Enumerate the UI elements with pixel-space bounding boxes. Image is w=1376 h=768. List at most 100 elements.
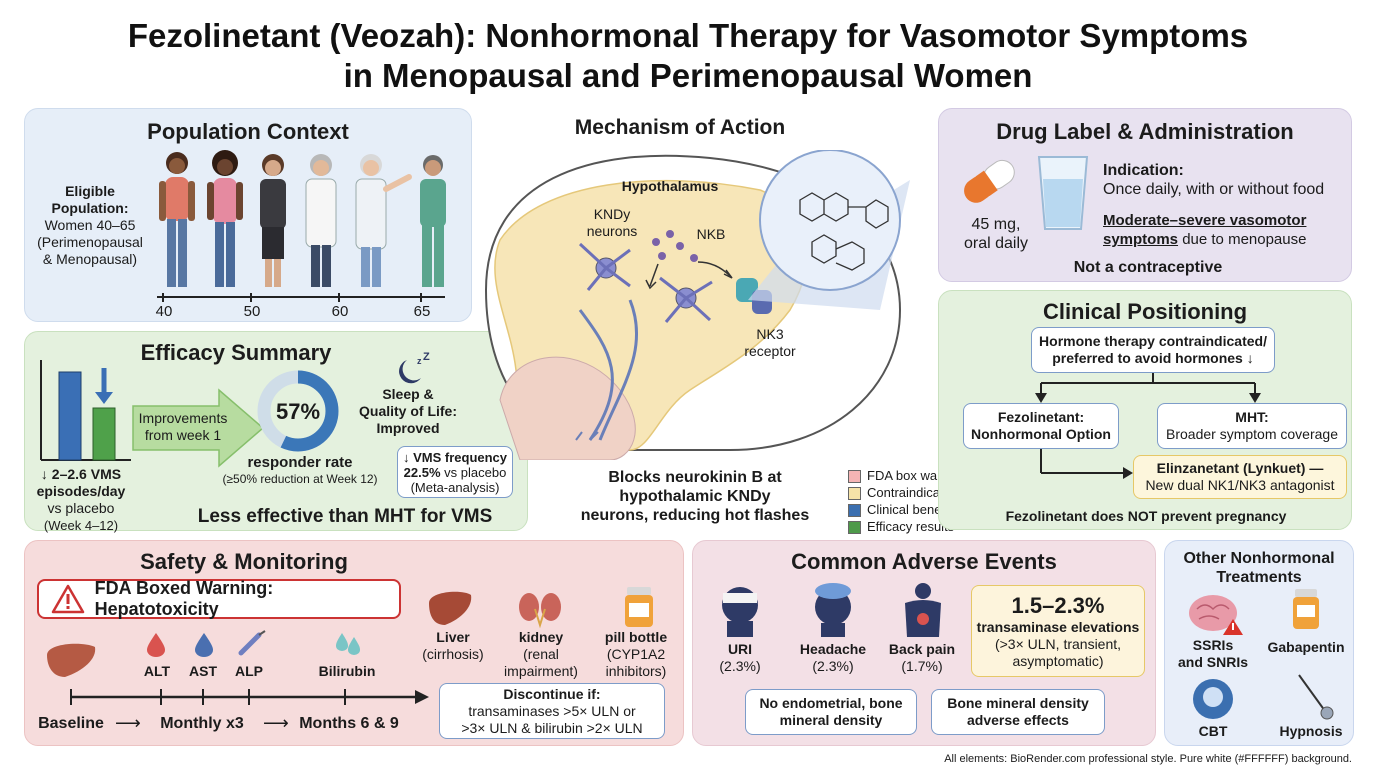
dose-text: 45 mg, oral daily <box>963 216 1029 252</box>
discontinue-box: Discontinue if: transaminases >5× ULN or… <box>439 683 665 739</box>
woman-figure-6 <box>420 155 446 287</box>
gabapentin-bottle-icon <box>1293 589 1319 629</box>
efficacy-panel: Efficacy Summary ↓ 2–2.6 VMS episodes/da… <box>24 331 528 533</box>
woman-figure-1 <box>159 152 195 287</box>
population-panel: Population Context Eligible Population: … <box>24 108 472 322</box>
headache-icon <box>815 583 851 637</box>
safety-heading: Safety & Monitoring <box>140 549 348 574</box>
meta-analysis-box: ↓ VMS frequency 22.5% vs placebo (Meta-a… <box>397 446 513 498</box>
hypothalamus-label: Hypothalamus <box>621 178 719 194</box>
positioning-heading: Clinical Positioning <box>1042 299 1248 324</box>
responder-donut <box>257 370 339 452</box>
bone-density-box: Bone mineral density adverse effects <box>931 689 1105 735</box>
drug-label-panel: Drug Label & Administration 45 mg, oral … <box>938 108 1352 282</box>
mht-box: MHT: Broader symptom coverage <box>1157 403 1347 449</box>
timeline-arrow-1: ⟶ <box>115 713 141 733</box>
improvement-arrow <box>132 388 265 468</box>
liver-icon-timeline <box>47 643 96 677</box>
timeline-arrow-2: ⟶ <box>263 713 289 733</box>
age-tick-60: 60 <box>331 303 349 320</box>
svg-text:Z: Z <box>423 352 430 363</box>
test-ast: AST <box>189 663 217 679</box>
population-heading: Population Context <box>147 119 349 144</box>
safety-panel: Safety & Monitoring FDA Boxed Warning: H… <box>24 540 684 746</box>
mechanism-heading: Mechanism of Action <box>574 116 786 139</box>
placebo-bar <box>58 371 82 461</box>
positioning-flow-lines <box>1035 373 1261 479</box>
test-bilirubin: Bilirubin <box>318 663 376 679</box>
ae-back-pain: Back pain (1.7%) <box>888 641 956 674</box>
water-glass-icon <box>1037 156 1089 230</box>
organ-liver: Liver (cirrhosis) <box>422 629 484 662</box>
other-treatments-panel: Other Nonhormonal Treatments SSRIs and S… <box>1164 540 1354 746</box>
positioning-footer: Fezolinetant does NOT prevent pregnancy <box>1005 508 1287 524</box>
droplets-icon <box>336 633 360 655</box>
hypnosis-pendulum-icon <box>1298 674 1334 720</box>
svg-text:z: z <box>417 356 422 366</box>
cbt-label: CBT <box>1198 723 1228 739</box>
woman-figure-3 <box>260 154 286 287</box>
age-tick-50: 50 <box>243 303 261 320</box>
organ-kidney: kidney (renal impairment) <box>504 629 578 679</box>
kndy-neurons-label: KNDy neurons <box>586 206 638 239</box>
moderate-severe-text: Moderate–severe vasomotor symptoms due t… <box>1103 212 1307 248</box>
indication-text: Indication: Once daily, with or without … <box>1103 162 1325 198</box>
ssri-snri-label: SSRIs and SNRIs <box>1177 637 1248 670</box>
positioning-panel: Clinical Positioning Hormone therapy con… <box>938 290 1352 530</box>
fezolinetant-bar <box>92 407 116 461</box>
warning-icon <box>51 584 85 614</box>
hormone-therapy-box: Hormone therapy contraindicated/ preferr… <box>1031 327 1275 373</box>
age-tick-65: 65 <box>413 303 431 320</box>
blood-drop-alt-icon <box>147 633 165 657</box>
adverse-panel: Common Adverse Events URI (2.3%) Headach… <box>692 540 1156 746</box>
woman-figure-4 <box>305 154 337 287</box>
timeline-months-6-9: Months 6 & 9 <box>299 715 399 732</box>
not-contraceptive-text: Not a contraceptive <box>1073 259 1223 276</box>
women-illustration <box>159 150 446 287</box>
age-axis <box>157 293 445 302</box>
responder-rate-note: (≥50% reduction at Week 12) <box>222 472 378 486</box>
no-endometrial-box: No endometrial, bone mineral density <box>745 689 917 735</box>
timeline-monthly: Monthly x3 <box>160 715 244 732</box>
fezolinetant-option-box: Fezolinetant: Nonhormonal Option <box>963 403 1119 449</box>
boxed-warning-text: FDA Boxed Warning: Hepatotoxicity <box>94 578 274 619</box>
hypnosis-label: Hypnosis <box>1279 723 1343 739</box>
improvement-text: Improvements from week 1 <box>138 410 228 443</box>
nkb-label: NKB <box>696 226 726 242</box>
boxed-warning: FDA Boxed Warning: Hepatotoxicity <box>37 578 401 619</box>
kndy-neuron-1 <box>578 242 631 291</box>
legend-swatch <box>848 469 861 483</box>
legend-swatch <box>848 520 861 534</box>
responder-rate-value: 57% <box>275 399 321 424</box>
syringe-icon <box>238 630 266 656</box>
nk3-receptor-label: NK3 receptor <box>744 326 796 359</box>
adverse-heading: Common Adverse Events <box>791 549 1057 574</box>
moon-icon: z Z <box>399 352 430 384</box>
woman-figure-5 <box>355 154 412 287</box>
uri-head-icon <box>722 587 758 637</box>
mechanism-caption: Blocks neurokinin B at hypothalamic KNDy… <box>580 469 810 524</box>
age-tick-40: 40 <box>155 303 173 320</box>
efficacy-footer: Less effective than MHT for VMS <box>197 506 493 527</box>
vms-episodes-text: ↓ 2–2.6 VMS episodes/day vs placebo (Wee… <box>36 466 126 533</box>
blood-drop-ast-icon <box>195 633 213 657</box>
legend-item-benefits: Clinical benefits <box>848 502 958 518</box>
sleep-quality-text: Sleep & Quality of Life: Improved <box>359 386 457 436</box>
title-line-2: in Menopausal and Perimenopausal Women <box>343 57 1033 94</box>
timeline-baseline: Baseline <box>38 715 104 732</box>
page-title: Fezolinetant (Veozah): Nonhormonal Thera… <box>0 16 1376 96</box>
kidney-icon <box>519 593 561 629</box>
legend-swatch <box>848 486 861 500</box>
cbt-head-icon <box>1193 679 1233 719</box>
eligible-population-text: Eligible Population: Women 40–65 (Perime… <box>37 183 143 267</box>
gabapentin-label: Gabapentin <box>1267 639 1345 655</box>
ae-uri: URI (2.3%) <box>719 641 761 674</box>
liver-icon <box>429 591 472 625</box>
vms-bar-chart <box>40 360 131 461</box>
elinzanetant-box: Elinzanetant (Lynkuet) — New dual NK1/NK… <box>1133 455 1347 499</box>
drug-label-heading: Drug Label & Administration <box>996 119 1294 144</box>
capsule-icon <box>964 159 1015 203</box>
legend-swatch <box>848 503 861 517</box>
mechanism-section: Mechanism of Action Hy <box>480 110 973 534</box>
legend-item-efficacy: Efficacy results <box>848 519 954 535</box>
